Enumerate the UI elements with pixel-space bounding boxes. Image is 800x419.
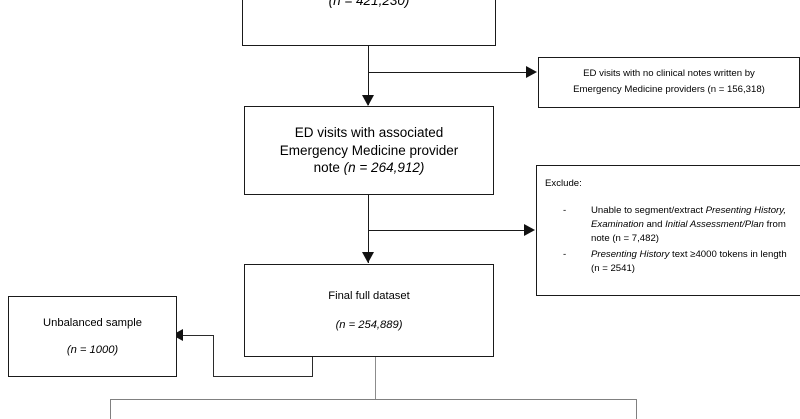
unbalanced-sample-count: (n = 1000) <box>66 343 119 356</box>
no-notes-line-1: ED visits with no clinical notes written… <box>583 68 755 80</box>
connector-initial-to-ednote <box>368 46 369 105</box>
unbalanced-sample-title: Unbalanced sample <box>43 316 142 329</box>
arrowhead-initial-to-ednote <box>362 95 374 106</box>
ed-note-prefix: note <box>313 160 344 176</box>
no-notes-line-2: Emergency Medicine providers (n = 156,31… <box>573 84 765 95</box>
ed-note-line-3: note (n = 264,912) <box>314 159 425 177</box>
exclude-item-1: - Unable to segment/extract Presenting Hi… <box>545 204 797 246</box>
exclude-item-1-seg3: and <box>643 218 666 230</box>
exclude-item-2-seg2: Presenting History <box>591 248 670 260</box>
node-initial-cohort: (n = 421,230) <box>242 0 496 46</box>
node-exclude-criteria: Exclude: - Unable to segment/extract Pres… <box>536 165 800 296</box>
ed-note-line-2: Emergency Medicine provider <box>279 142 459 158</box>
arrowhead-branch-no-notes <box>526 66 537 78</box>
node-final-dataset: Final full dataset (n = 254,889) <box>244 264 494 357</box>
exclude-item-2-seg3: text ≥4000 tokens in length (n = 2541) <box>591 248 787 274</box>
arrowhead-ednote-to-final <box>362 252 374 263</box>
connector-final-to-unbalanced-down <box>312 357 313 377</box>
exclude-item-1-seg5: from note (n = 7,482) <box>591 218 786 244</box>
final-dataset-title: Final full dataset <box>328 289 410 302</box>
connector-final-to-unbalanced-left <box>213 376 313 377</box>
exclude-list: - Unable to segment/extract Presenting Hi… <box>545 202 797 276</box>
exclude-item-1-seg1: Unable to segment/extract <box>591 204 706 216</box>
connector-final-to-unbalanced-arm <box>182 335 214 336</box>
node-bottom-partial <box>110 399 637 419</box>
connector-final-to-bottom <box>375 357 376 419</box>
exclude-item-2: - Presenting History text ≥4000 tokens in… <box>545 248 797 276</box>
connector-branch-exclude <box>368 230 526 231</box>
connector-ednote-to-final <box>368 195 369 263</box>
exclude-heading: Exclude: <box>545 178 582 189</box>
initial-cohort-count: (n = 421,230) <box>328 0 410 9</box>
arrowhead-branch-exclude <box>524 224 535 236</box>
final-dataset-count: (n = 254,889) <box>335 318 403 331</box>
ed-note-count: (n = 264,912) <box>343 160 425 176</box>
exclude-item-1-seg2: Presenting History, Examination <box>591 204 786 230</box>
node-unbalanced-sample: Unbalanced sample (n = 1000) <box>8 296 177 377</box>
exclude-item-2-bullet: - <box>563 248 567 260</box>
exclude-item-1-bullet: - <box>563 204 567 216</box>
ed-note-line-1: ED visits with associated <box>294 124 444 140</box>
node-ed-visits-with-note: ED visits with associated Emergency Medi… <box>244 106 494 195</box>
node-no-notes-excluded: ED visits with no clinical notes written… <box>538 57 800 108</box>
exclude-item-1-seg4: Initial Assessment/Plan <box>665 218 764 230</box>
arrowhead-final-to-unbalanced <box>172 329 183 341</box>
connector-final-to-unbalanced-up <box>213 335 214 377</box>
connector-branch-no-notes <box>368 72 528 73</box>
